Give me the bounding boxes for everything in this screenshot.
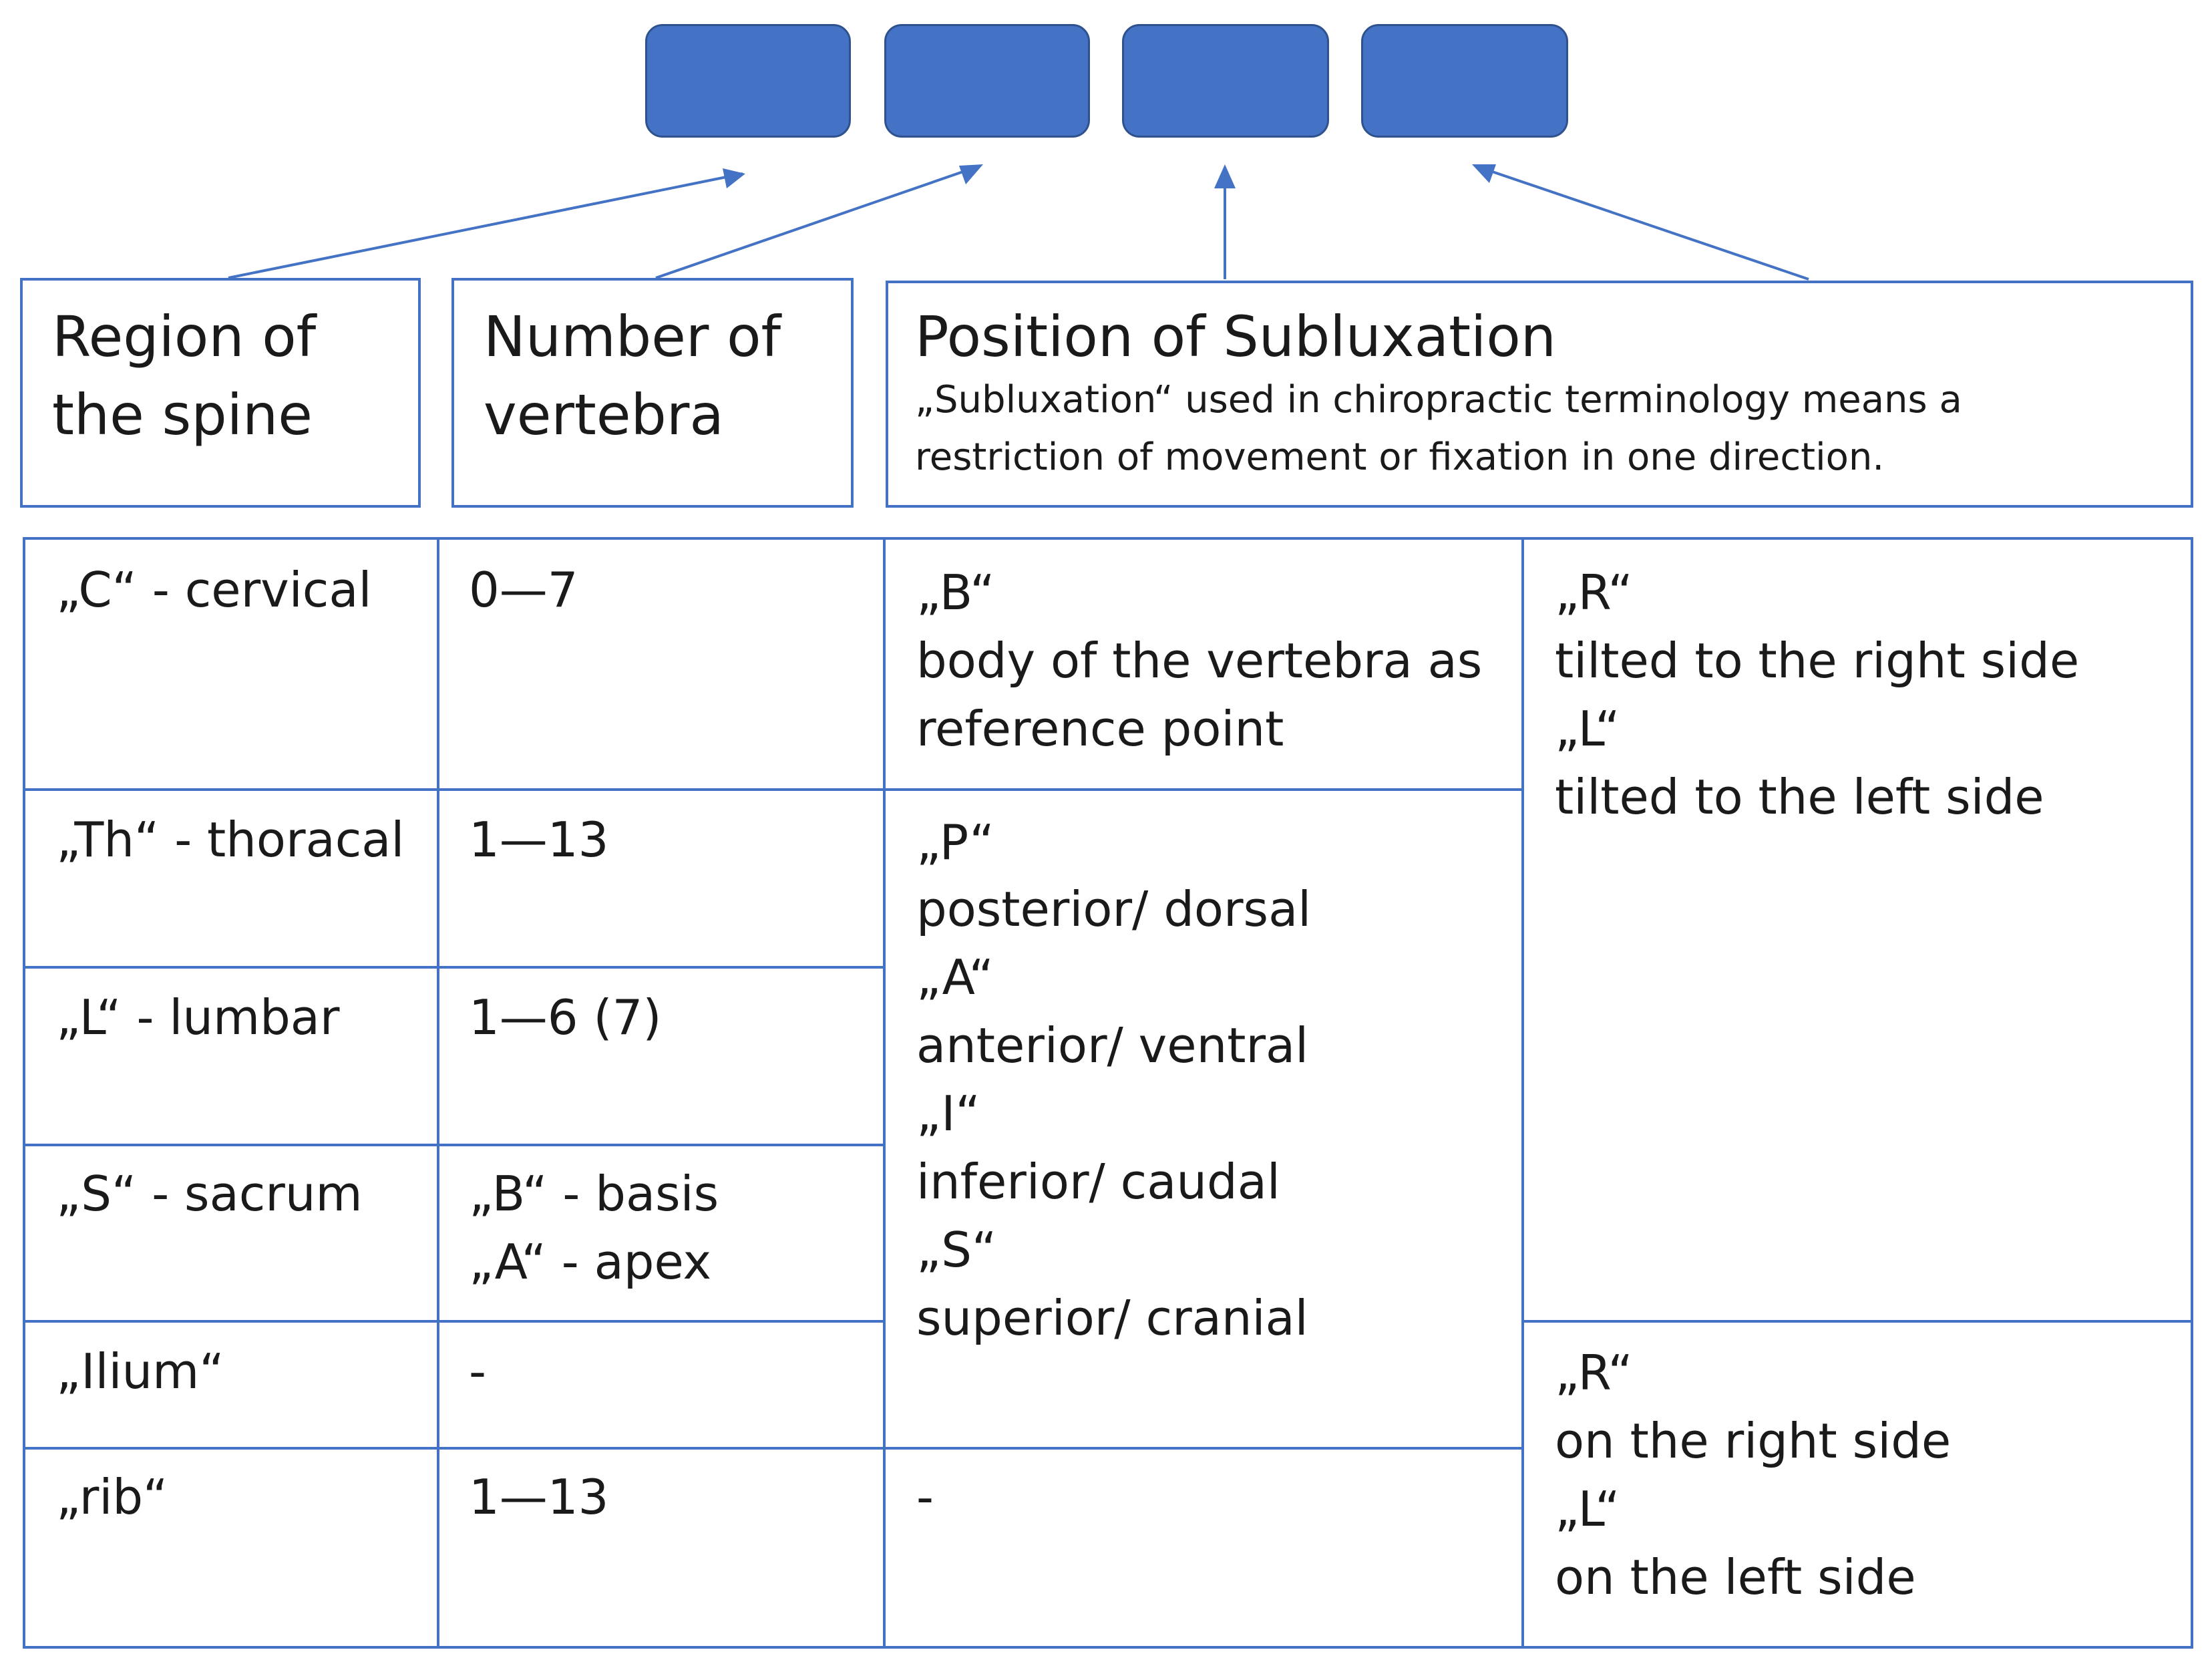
arrow-region xyxy=(228,172,743,279)
table-col-divider-3 xyxy=(1521,537,1524,1649)
cell-position-direction: anterior/ ventral xyxy=(916,1017,1309,1073)
arrowhead-region xyxy=(723,168,745,188)
cell-position-rib: - xyxy=(916,1469,934,1525)
cell-side: on the right side xyxy=(1555,1413,1952,1469)
cell-position-direction: superior/ cranial xyxy=(916,1290,1308,1346)
header-number: Number of vertebra xyxy=(484,304,781,448)
cell-number: 1—13 xyxy=(469,1469,609,1525)
cell-region: „L“ - lumbar xyxy=(56,989,340,1045)
table-border-bottom xyxy=(23,1646,2193,1649)
row-divider-2 xyxy=(23,966,884,969)
cell-number: 1—13 xyxy=(469,812,609,868)
header-region-box: Region of the spine xyxy=(20,278,421,508)
row-divider-3 xyxy=(23,1144,884,1146)
table-col-divider-1 xyxy=(437,537,439,1649)
cell-region: „Ilium“ xyxy=(56,1343,224,1399)
row-divider-5 xyxy=(23,1447,1524,1450)
code-box-number xyxy=(884,24,1090,138)
cell-number: - xyxy=(469,1343,486,1399)
cell-side: „L“ xyxy=(1555,1481,1620,1537)
table-border-top xyxy=(23,537,2193,540)
header-position-box: Position of Subluxation „Subluxation“ us… xyxy=(886,281,2193,508)
cell-position-direction: inferior/ caudal xyxy=(916,1154,1280,1210)
header-region: Region of the spine xyxy=(52,304,317,448)
header-position-desc: „Subluxation“ used in chiropractic termi… xyxy=(915,378,1962,479)
cell-region: „Th“ - thoracal xyxy=(56,812,405,868)
arrow-side xyxy=(1474,164,1809,281)
cell-position-direction: „I“ xyxy=(916,1086,980,1142)
header-position-title: Position of Subluxation xyxy=(915,304,1556,369)
arrow-number xyxy=(655,164,981,279)
row-divider-4a xyxy=(23,1320,884,1323)
arrowhead-side xyxy=(1472,164,1496,183)
table-col-divider-2 xyxy=(883,537,886,1649)
cell-position-body: „B“ xyxy=(916,564,995,621)
code-box-side xyxy=(1361,24,1568,138)
cell-side-tilt: tilted to the right side xyxy=(1555,633,2080,689)
cell-position-direction: posterior/ dorsal xyxy=(916,881,1312,937)
cell-side: „R“ xyxy=(1555,1345,1633,1401)
row-divider-1 xyxy=(23,788,1524,791)
header-number-box: Number of vertebra xyxy=(451,278,854,508)
cell-region: „C“ - cervical xyxy=(56,562,372,618)
cell-position-direction: „P“ xyxy=(916,814,994,870)
code-box-position xyxy=(1122,24,1329,138)
cell-position-direction: „A“ xyxy=(916,949,994,1005)
cell-side: on the left side xyxy=(1555,1549,1916,1605)
cell-number: „A“ - apex xyxy=(469,1234,712,1290)
code-box-region xyxy=(645,24,851,138)
cell-side-tilt: „L“ xyxy=(1555,701,1620,757)
cell-position-body: body of the vertebra as xyxy=(916,633,1483,689)
cell-number: 1—6 (7) xyxy=(469,989,662,1045)
cell-region: „S“ - sacrum xyxy=(56,1166,363,1222)
table-border-right xyxy=(2191,537,2193,1649)
arrowhead-position xyxy=(1214,164,1236,188)
cell-number: „B“ - basis xyxy=(469,1166,719,1222)
cell-side-tilt: „R“ xyxy=(1555,564,1633,621)
table-border-left xyxy=(23,537,25,1649)
cell-side-tilt: tilted to the left side xyxy=(1555,769,2044,825)
cell-position-direction: „S“ xyxy=(916,1222,997,1278)
cell-number: 0—7 xyxy=(469,562,578,618)
cell-region: „rib“ xyxy=(56,1469,168,1525)
cell-position-body: reference point xyxy=(916,701,1284,757)
arrowhead-number xyxy=(959,164,983,184)
row-divider-4b xyxy=(1521,1320,2193,1323)
